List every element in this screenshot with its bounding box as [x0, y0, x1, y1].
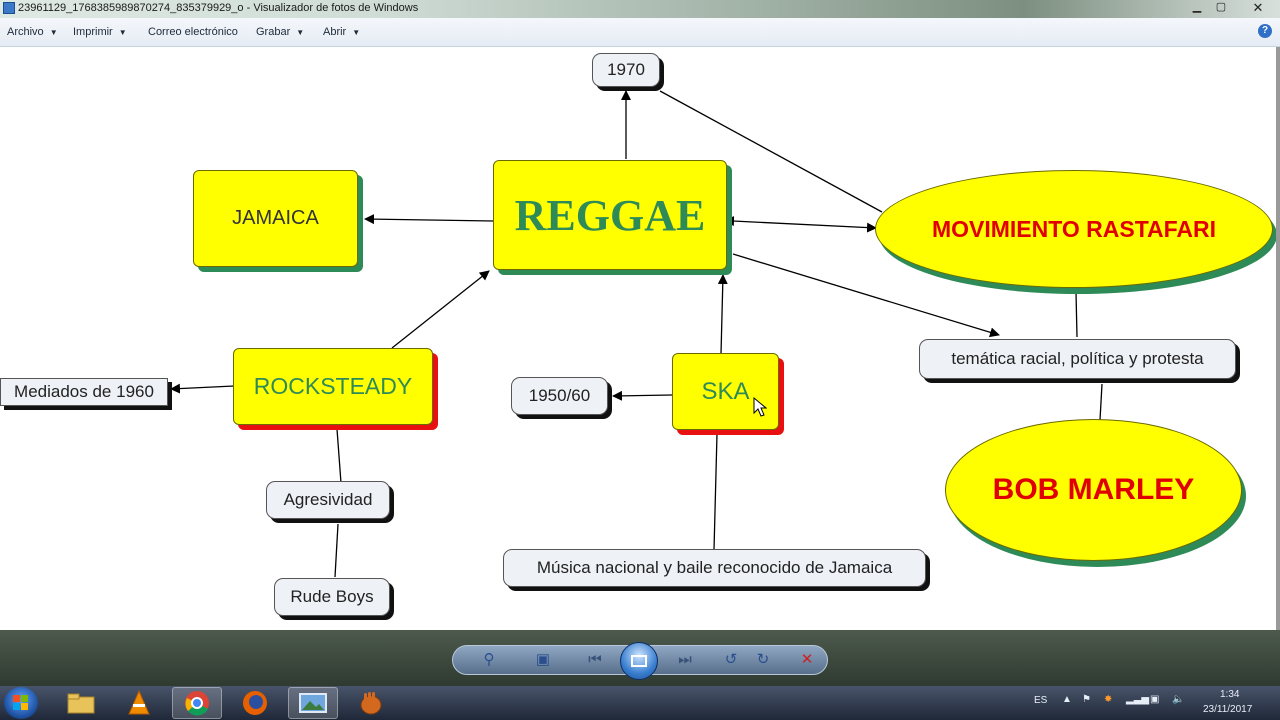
node-bob-marley[interactable]: BOB MARLEY [945, 419, 1242, 561]
link-rastafari-tematica [1075, 291, 1078, 338]
clock-time[interactable]: 1:34 [1220, 689, 1240, 700]
menu-bar: Archivo ▼ Imprimir ▼ Correo electrónico Gr… [0, 18, 1280, 47]
menu-abrir[interactable]: Abrir ▼ [323, 26, 360, 38]
window-title: 23961129_1768385989870274_835379929_o - … [18, 2, 419, 14]
node-musica-nacional[interactable]: Música nacional y baile reconocido de Ja… [503, 549, 926, 587]
start-button[interactable] [4, 687, 38, 719]
node-tematica[interactable]: temática racial, política y protesta [919, 339, 1236, 379]
menu-imprimir[interactable]: Imprimir ▼ [73, 26, 127, 38]
rotate-left-icon[interactable]: ↺ [724, 651, 738, 668]
link-ska-musica [713, 433, 718, 551]
previous-icon[interactable]: ⏮ [588, 651, 602, 668]
link-1970-rastafari [659, 90, 883, 213]
zoom-icon[interactable]: ⚲ [483, 651, 495, 668]
node-1950-60[interactable]: 1950/60 [511, 377, 608, 415]
chevron-down-icon: ▼ [118, 28, 127, 37]
language-indicator[interactable]: ES [1034, 695, 1048, 706]
node-agresividad[interactable]: Agresividad [266, 481, 390, 519]
volume-icon[interactable]: 🔈 [1172, 694, 1185, 705]
link-tematica-bobmarley [1099, 383, 1103, 421]
node-1970[interactable]: 1970 [592, 53, 660, 87]
vlc-icon [128, 690, 150, 715]
explorer-taskbar-button[interactable] [56, 687, 106, 719]
actual-size-icon[interactable]: ▣ [535, 651, 551, 668]
chevron-down-icon: ▼ [49, 28, 58, 37]
photo-viewer-icon [3, 2, 15, 14]
signal-icon[interactable]: ▂▃▅ [1126, 694, 1150, 705]
photo-viewer-icon [299, 693, 327, 713]
vlc-taskbar-button[interactable] [114, 687, 164, 719]
clock-date[interactable]: 23/11/2017 [1203, 704, 1253, 715]
menu-archivo[interactable]: Archivo ▼ [7, 26, 58, 38]
link-rocksteady-mediados [170, 383, 235, 394]
rotate-right-icon[interactable]: ↻ [756, 651, 770, 668]
node-reggae[interactable]: REGGAE [493, 160, 727, 270]
action-center-flag-icon[interactable]: ⚑ [1082, 694, 1091, 705]
folder-icon [67, 693, 95, 714]
menu-abrir-label: Abrir [323, 26, 347, 38]
firefox-icon [243, 691, 267, 715]
menu-imprimir-label: Imprimir [73, 26, 113, 38]
taskbar [0, 686, 1280, 720]
node-ska[interactable]: SKA [672, 353, 779, 430]
menu-grabar[interactable]: Grabar ▼ [256, 26, 304, 38]
chrome-icon [185, 691, 209, 716]
link-reggae-jamaica [364, 214, 494, 225]
photo-viewer-taskbar-button[interactable] [288, 687, 338, 719]
chevron-down-icon: ▼ [352, 28, 361, 37]
help-icon[interactable]: ? [1258, 24, 1272, 38]
menu-grabar-label: Grabar [256, 26, 291, 38]
node-rude-boys[interactable]: Rude Boys [274, 578, 390, 616]
maximize-button[interactable]: ▢ [1215, 1, 1227, 13]
node-rocksteady[interactable]: ROCKSTEADY [233, 348, 433, 425]
window-edge [1276, 47, 1280, 630]
chevron-down-icon: ▼ [296, 28, 305, 37]
windows-logo-icon [13, 695, 28, 710]
avast-icon[interactable]: ✸ [1104, 694, 1113, 705]
link-ska-1950 [612, 390, 673, 401]
connector-lines [170, 90, 1103, 578]
show-hidden-icons-icon[interactable]: ▲ [1062, 694, 1072, 705]
link-rocksteady-reggae [391, 270, 490, 349]
close-button[interactable]: ✕ [1252, 0, 1264, 15]
link-reggae-tematica [732, 253, 1000, 338]
chrome-taskbar-button[interactable] [172, 687, 222, 719]
title-bar: 23961129_1768385989870274_835379929_o - … [0, 0, 1280, 18]
app-taskbar-button[interactable] [346, 687, 396, 719]
node-mediados-1960[interactable]: Mediados de 1960 [0, 378, 168, 406]
node-jamaica[interactable]: JAMAICA [193, 170, 358, 267]
glove-icon [360, 692, 382, 715]
link-rocksteady-agresividad [336, 428, 342, 484]
menu-archivo-label: Archivo [7, 26, 44, 38]
minimize-button[interactable]: ▁ [1192, 1, 1202, 13]
slideshow-button[interactable] [620, 642, 658, 680]
delete-icon[interactable]: ✕ [800, 651, 814, 668]
network-icon[interactable]: ▣ [1150, 694, 1160, 705]
cursor-icon [753, 397, 767, 417]
next-icon[interactable]: ⏭ [678, 651, 692, 668]
link-reggae-rastafari [724, 216, 877, 233]
link-agresividad-rudeboys [334, 523, 339, 578]
node-movimiento-rastafari[interactable]: MOVIMIENTO RASTAFARI [875, 170, 1273, 288]
firefox-taskbar-button[interactable] [230, 687, 280, 719]
slideshow-icon [631, 655, 647, 667]
menu-correo[interactable]: Correo electrónico [148, 26, 238, 38]
link-ska-reggae [717, 274, 728, 355]
image-canvas: 1970 REGGAE JAMAICA MOVIMIENTO RASTAFARI… [0, 47, 1276, 630]
